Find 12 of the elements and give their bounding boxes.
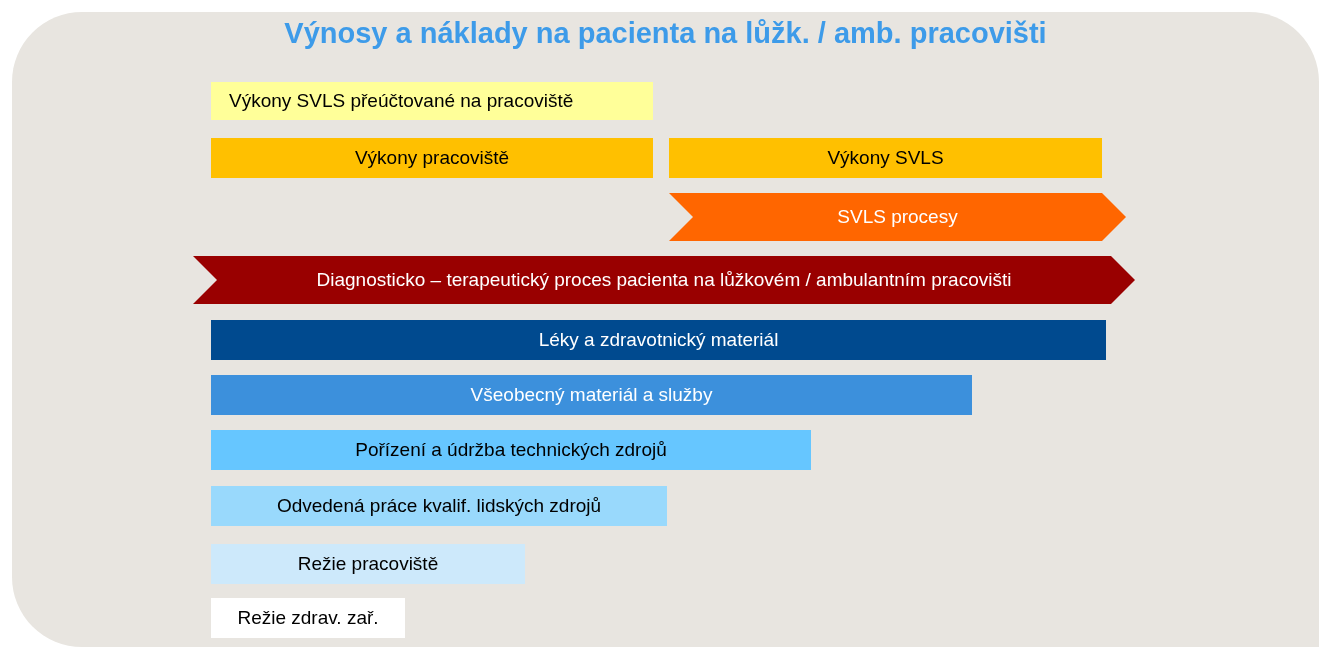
- category-bar: Všeobecný materiál a služby: [211, 375, 972, 415]
- banner-label: SVLS procesy: [837, 206, 958, 228]
- diagram-title: Výnosy a náklady na pacienta na lůžk. / amb. pracovišti: [283, 17, 1048, 50]
- banner-label: Diagnosticko – terapeutický proces pacienta na lůžkovém / ambulantním pracovišti: [316, 269, 1012, 291]
- category-bar: Výkony pracoviště: [211, 138, 653, 178]
- category-bar: Výkony SVLS přeúčtované na pracoviště: [211, 82, 653, 120]
- category-bar: Léky a zdravotnický materiál: [211, 320, 1106, 360]
- category-bar: Odvedená práce kvalif. lidských zdrojů: [211, 486, 667, 526]
- category-bar: Výkony SVLS: [669, 138, 1102, 178]
- category-bar: Režie pracoviště: [211, 544, 525, 584]
- category-bar: Pořízení a údržba technických zdrojů: [211, 430, 811, 470]
- category-bar: Režie zdrav. zař.: [211, 598, 405, 638]
